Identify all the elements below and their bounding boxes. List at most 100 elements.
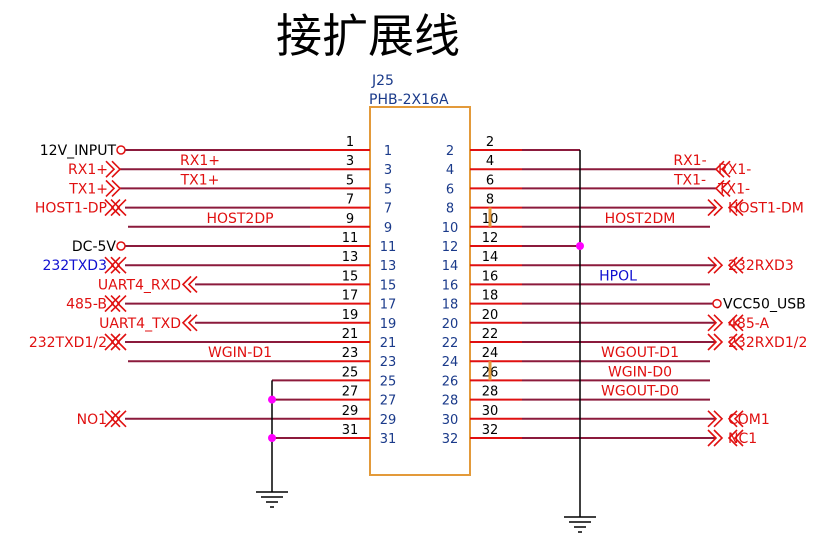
pin-number-outer: 21 bbox=[342, 327, 359, 342]
net-label: NO1 bbox=[77, 412, 107, 428]
pin-number-outer: 2 bbox=[486, 135, 494, 150]
pin-number-outer: 22 bbox=[482, 327, 499, 342]
pin-number-inner: 18 bbox=[442, 298, 459, 313]
port-arrow-bidir bbox=[707, 429, 724, 447]
port-arrow-bidir bbox=[707, 410, 724, 428]
wire-label: WGOUT-D0 bbox=[601, 384, 679, 400]
pin-number-inner: 28 bbox=[442, 394, 459, 409]
ground-symbol-right bbox=[564, 516, 596, 533]
pin-number-outer: 29 bbox=[342, 404, 359, 419]
pin-number-outer: 5 bbox=[346, 173, 354, 188]
port-arrow-bidir bbox=[707, 314, 724, 332]
pin-number-inner: 19 bbox=[380, 317, 397, 332]
net-label: 485-A bbox=[728, 316, 769, 332]
pin-number-outer: 4 bbox=[486, 154, 494, 169]
net-label: NC1 bbox=[728, 431, 757, 447]
port-arrow-bidir bbox=[104, 199, 121, 217]
connector-part: PHB-2X16A bbox=[369, 92, 449, 108]
pin-number-outer: 24 bbox=[482, 346, 499, 361]
pin-number-inner: 6 bbox=[446, 182, 454, 197]
pin-number-inner: 29 bbox=[380, 413, 397, 428]
pin-number-inner: 26 bbox=[442, 374, 459, 389]
pin-number-inner: 32 bbox=[442, 432, 459, 447]
pin-number-inner: 9 bbox=[384, 221, 392, 236]
pin-number-outer: 19 bbox=[342, 308, 359, 323]
pin-number-outer: 6 bbox=[486, 173, 494, 188]
port-arrow-bidir bbox=[707, 199, 724, 217]
connector-ref: J25 bbox=[371, 73, 394, 89]
net-label: 232TXD3 bbox=[42, 258, 107, 274]
pin-number-inner: 22 bbox=[442, 336, 459, 351]
pin-number-outer: 32 bbox=[482, 423, 499, 438]
pin-number-outer: 7 bbox=[346, 193, 354, 208]
wire-label: HPOL bbox=[599, 268, 637, 284]
pin-number-inner: 13 bbox=[380, 259, 397, 274]
pin-number-inner: 24 bbox=[442, 355, 459, 370]
power-port-circle bbox=[116, 145, 126, 155]
pin-number-inner: 23 bbox=[380, 355, 397, 370]
wire-label: TX1- bbox=[673, 172, 706, 188]
wire-label: RX1+ bbox=[180, 153, 220, 169]
power-port-circle bbox=[712, 298, 722, 309]
port-arrow-bidir bbox=[727, 199, 744, 217]
port-arrow-in bbox=[105, 179, 122, 197]
net-label: COM1 bbox=[728, 412, 770, 428]
pin-number-outer: 23 bbox=[342, 346, 359, 361]
pin-number-outer: 3 bbox=[346, 154, 354, 169]
port-arrow-out bbox=[181, 275, 198, 293]
net-label: UART4_RXD bbox=[98, 277, 181, 293]
power-port-circle bbox=[116, 241, 126, 251]
pin-number-outer: 17 bbox=[342, 289, 359, 304]
net-label: VCC50_USB bbox=[723, 297, 806, 313]
pin-number-inner: 21 bbox=[380, 336, 397, 351]
pins-layer: 1112V_INPUT33RX1+RX1+55TX1+TX1+77HOST1-D… bbox=[29, 135, 807, 533]
pin-number-inner: 25 bbox=[380, 374, 397, 389]
net-label: DC-5V bbox=[72, 239, 117, 255]
wire-label: HOST2DM bbox=[605, 211, 676, 227]
pin-number-inner: 5 bbox=[384, 182, 392, 197]
pin-number-outer: 30 bbox=[482, 404, 499, 419]
pin-number-outer: 25 bbox=[342, 365, 359, 380]
wire-label: WGIN-D1 bbox=[208, 345, 272, 361]
wire-label: WGIN-D0 bbox=[608, 364, 672, 380]
wire-label: WGOUT-D1 bbox=[601, 345, 679, 361]
net-label: HOST1-DM bbox=[728, 201, 804, 217]
connector-body bbox=[369, 106, 471, 476]
pin-number-outer: 18 bbox=[482, 289, 499, 304]
port-arrow-bidir bbox=[727, 256, 744, 274]
junction-dot bbox=[268, 434, 276, 442]
net-label: RX1- bbox=[718, 162, 751, 178]
pin-number-inner: 7 bbox=[384, 202, 392, 217]
port-arrow-bidir bbox=[727, 429, 744, 447]
junction-dot bbox=[576, 242, 584, 250]
pin-number-inner: 16 bbox=[442, 278, 459, 293]
port-arrow-bidir bbox=[727, 410, 744, 428]
pin-number-outer: 31 bbox=[342, 423, 359, 438]
pin-number-outer: 1 bbox=[346, 135, 354, 150]
port-arrow-bidir bbox=[104, 295, 121, 313]
wire-label: HOST2DP bbox=[206, 211, 273, 227]
wire-label: RX1- bbox=[673, 153, 706, 169]
pin-number-inner: 14 bbox=[442, 259, 459, 274]
net-label: TX1+ bbox=[68, 181, 108, 197]
port-arrow-bidir bbox=[707, 256, 724, 274]
pin-number-outer: 9 bbox=[346, 212, 354, 227]
pin-number-inner: 30 bbox=[442, 413, 459, 428]
pin-number-inner: 15 bbox=[380, 278, 397, 293]
port-arrow-in bbox=[714, 179, 731, 197]
pin-number-inner: 8 bbox=[446, 202, 454, 217]
net-label: 232RXD1/2 bbox=[728, 335, 807, 351]
pin-number-outer: 16 bbox=[482, 269, 499, 284]
pin-number-inner: 1 bbox=[384, 144, 392, 159]
port-arrow-bidir bbox=[104, 333, 121, 351]
pin-number-inner: 31 bbox=[380, 432, 397, 447]
port-arrow-bidir bbox=[727, 314, 744, 332]
net-label: 232RXD3 bbox=[728, 258, 794, 274]
port-arrow-bidir bbox=[727, 333, 744, 351]
pin-number-outer: 20 bbox=[482, 308, 499, 323]
net-label: UART4_TXD bbox=[99, 316, 181, 332]
port-arrow-out bbox=[181, 314, 198, 332]
pin-number-outer: 15 bbox=[342, 269, 359, 284]
pin-number-inner: 17 bbox=[380, 298, 397, 313]
